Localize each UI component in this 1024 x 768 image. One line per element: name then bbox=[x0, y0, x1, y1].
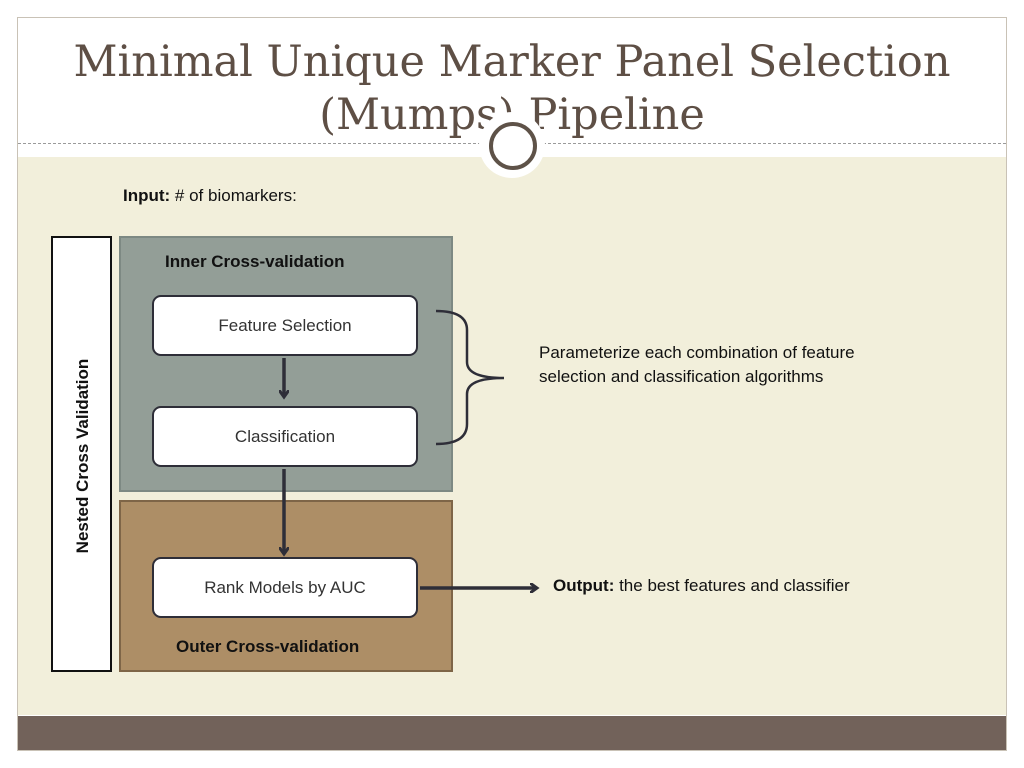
curly-brace bbox=[435, 309, 505, 446]
nested-cv-box: Nested Cross Validation bbox=[51, 236, 112, 672]
footer-bar bbox=[18, 716, 1006, 750]
output-line: Output: the best features and classifier bbox=[553, 576, 850, 596]
title-line-1: Minimal Unique Marker Panel Selection bbox=[73, 37, 951, 87]
page-title: Minimal Unique Marker Panel Selection (M… bbox=[18, 36, 1006, 142]
parameterize-annotation: Parameterize each combination of feature… bbox=[539, 343, 855, 386]
rank-models-label: Rank Models by AUC bbox=[204, 577, 366, 597]
feature-selection-box: Feature Selection bbox=[152, 295, 418, 356]
input-text: # of biomarkers: bbox=[170, 186, 297, 205]
output-label: Output: bbox=[553, 576, 615, 595]
input-line: Input: # of biomarkers: bbox=[123, 186, 297, 206]
feature-selection-label: Feature Selection bbox=[218, 315, 352, 335]
rank-models-box: Rank Models by AUC bbox=[152, 557, 418, 618]
classification-box: Classification bbox=[152, 406, 418, 467]
classification-label: Classification bbox=[234, 426, 336, 446]
inner-cv-title: Inner Cross-validation bbox=[165, 252, 345, 271]
outer-cv-title: Outer Cross-validation bbox=[176, 637, 360, 656]
title-circle-ornament bbox=[489, 122, 537, 170]
output-text: the best features and classifier bbox=[614, 576, 850, 595]
input-label: Input: bbox=[123, 186, 171, 205]
